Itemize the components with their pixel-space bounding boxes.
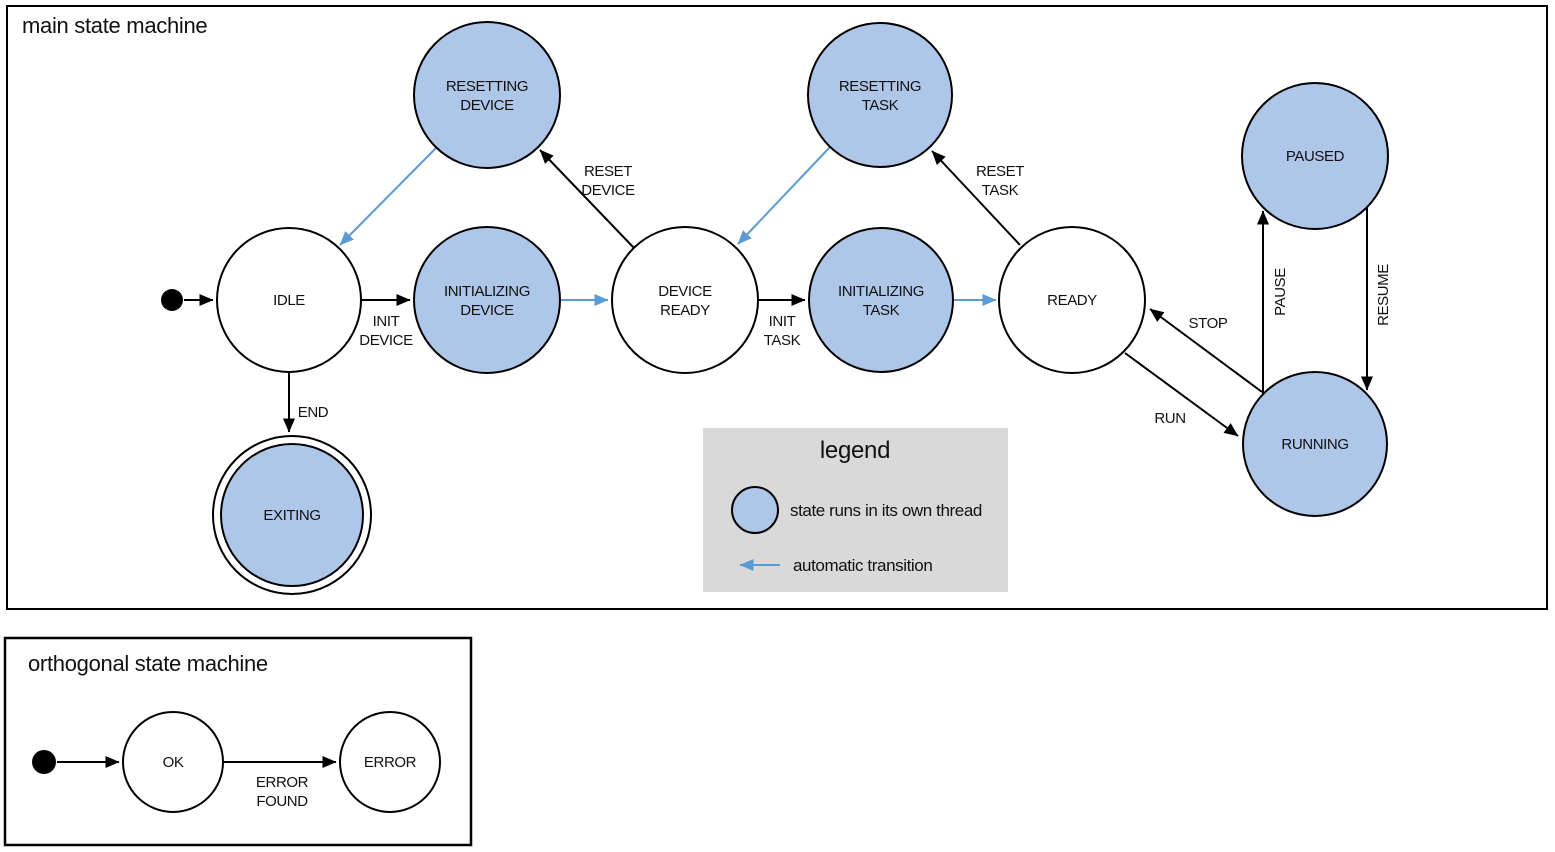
state-label: DEVICE	[658, 283, 712, 300]
initial-state-dot	[32, 750, 56, 774]
state-ready: READY	[998, 226, 1146, 374]
state-label: EXITING	[263, 507, 320, 524]
main-machine-frame	[6, 5, 1548, 610]
legend-auto-label: automatic transition	[793, 556, 932, 575]
state-circle-paused	[1241, 82, 1389, 230]
state-label: ERROR	[364, 754, 417, 771]
state-circle-initializing-device	[413, 226, 561, 374]
edge-label-init-task: TASK	[764, 332, 801, 349]
state-circle-error	[339, 711, 441, 813]
state-device-ready: DEVICE READY	[611, 226, 759, 374]
state-error: ERROR	[339, 711, 441, 813]
edge-label-reset-device: DEVICE	[581, 182, 635, 199]
edge-label-reset-device: RESET	[584, 163, 632, 180]
state-label: RESETTING	[839, 78, 921, 95]
orthogonal-machine-title: orthogonal state machine	[28, 651, 268, 676]
state-initializing-task: INITIALIZING TASK	[808, 227, 954, 373]
orthogonal-state-machine-group: orthogonal state machine ERROR FOUND OK …	[3, 636, 473, 847]
edge-label-error-found: FOUND	[256, 793, 308, 810]
state-resetting-task: RESETTING TASK	[807, 22, 953, 168]
state-label: PAUSED	[1286, 148, 1345, 165]
main-machine-title: main state machine	[22, 13, 207, 38]
state-label: IDLE	[273, 292, 305, 309]
state-circle-running	[1242, 371, 1388, 517]
edge-label-init-device: INIT	[373, 313, 400, 330]
initial-state-dot	[161, 289, 183, 311]
state-circle-exiting	[220, 443, 364, 587]
edge-device-ready-to-resetting-device	[539, 149, 635, 249]
main-state-machine-group: main state machine INIT DEVICE INIT TASK…	[6, 5, 1548, 610]
state-label: INITIALIZING	[838, 283, 924, 300]
edge-ready-to-resetting-task	[931, 150, 1021, 246]
state-label: RESETTING	[446, 78, 528, 95]
state-label: READY	[1047, 292, 1097, 309]
legend-threaded-state-icon	[731, 486, 779, 534]
state-label: READY	[660, 302, 710, 319]
edge-label-run: RUN	[1154, 410, 1185, 427]
edge-label-reset-task: RESET	[976, 163, 1024, 180]
state-initializing-device: INITIALIZING DEVICE	[413, 226, 561, 374]
state-circle-idle	[216, 227, 362, 373]
edge-resetting-task-to-device-ready	[737, 146, 831, 245]
state-running: RUNNING	[1242, 371, 1388, 517]
edge-label-init-device: DEVICE	[359, 332, 413, 349]
edge-label-pause: PAUSE	[1272, 268, 1289, 316]
state-label: TASK	[862, 97, 899, 114]
state-label: RUNNING	[1281, 436, 1348, 453]
legend-title: legend	[820, 437, 890, 464]
legend-thread-label: state runs in its own thread	[790, 501, 982, 520]
orthogonal-machine-frame	[3, 636, 473, 847]
edge-label-init-task: INIT	[769, 313, 796, 330]
state-resetting-device: RESETTING DEVICE	[413, 21, 561, 169]
state-label: INITIALIZING	[444, 283, 530, 300]
state-label: DEVICE	[460, 97, 514, 114]
edge-label-stop: STOP	[1189, 315, 1228, 332]
legend: legend state runs in its own thread auto…	[703, 428, 1008, 592]
state-circle-resetting-device	[413, 21, 561, 169]
edge-ready-to-running	[1124, 352, 1239, 437]
state-ok: OK	[122, 711, 224, 813]
state-circle-ready	[998, 226, 1146, 374]
state-circle-initializing-task	[808, 227, 954, 373]
state-circle-device-ready	[611, 226, 759, 374]
edge-label-resume: RESUME	[1375, 264, 1392, 326]
state-exiting-final: EXITING	[212, 435, 372, 595]
state-idle: IDLE	[216, 227, 362, 373]
edge-running-to-ready	[1149, 308, 1263, 393]
state-label: DEVICE	[460, 302, 514, 319]
state-circle-resetting-task	[807, 22, 953, 168]
state-label: OK	[163, 754, 184, 771]
state-paused: PAUSED	[1241, 82, 1389, 230]
edge-label-reset-task: TASK	[982, 182, 1019, 199]
edge-label-error-found: ERROR	[256, 774, 309, 791]
state-circle-ok	[122, 711, 224, 813]
state-label: TASK	[863, 302, 900, 319]
edge-label-end: END	[298, 404, 329, 421]
edge-resetting-device-to-idle	[339, 146, 438, 246]
